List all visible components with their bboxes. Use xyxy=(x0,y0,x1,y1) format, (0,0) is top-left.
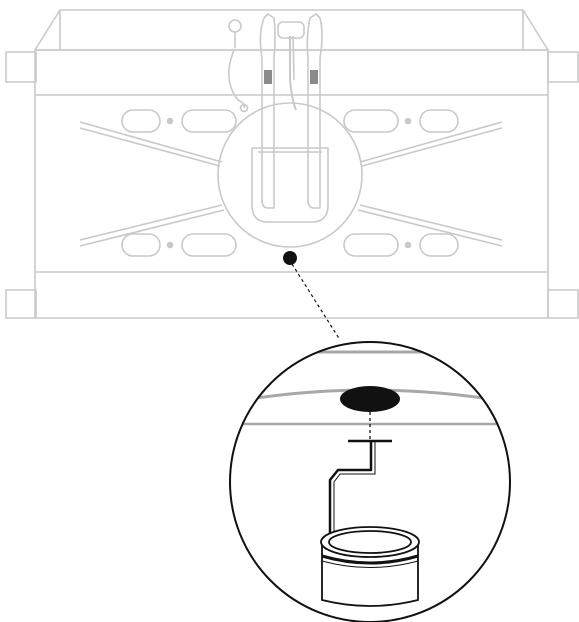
slot-lr-2 xyxy=(419,233,459,257)
tank-back-rim xyxy=(34,9,549,51)
connector-cable xyxy=(228,49,246,109)
slot-ur-2 xyxy=(419,109,459,133)
tank-tab-top-right xyxy=(547,51,579,83)
feed-tube xyxy=(289,36,297,111)
detail-magnifier-frame xyxy=(229,341,511,622)
screw-lr xyxy=(404,241,412,249)
slot-lr-1 xyxy=(343,233,399,257)
detail-drain-tube-inner xyxy=(333,441,376,548)
connector-end xyxy=(239,103,249,113)
screw-ul xyxy=(166,117,174,125)
tank-tab-bottom-left xyxy=(5,289,37,319)
rail-lower-right-2 xyxy=(357,209,503,247)
slot-ur-1 xyxy=(343,109,399,133)
magnified-detail xyxy=(229,341,511,622)
tank-front-panel xyxy=(34,49,549,319)
tank-tab-bottom-right xyxy=(547,289,579,319)
cup-band-2 xyxy=(321,560,419,568)
callout-leader xyxy=(291,263,341,341)
top-clip xyxy=(277,21,305,39)
rail-upper-left xyxy=(79,121,223,163)
rail-lower-right xyxy=(359,204,503,241)
screw-ur xyxy=(404,117,412,125)
arm-right xyxy=(307,58,321,209)
arm-right-badge xyxy=(310,70,318,84)
arm-left-top xyxy=(259,13,276,59)
rail-lower-left-2 xyxy=(79,209,225,247)
rail-upper-right xyxy=(359,121,503,163)
holder-bracket xyxy=(251,147,329,223)
arm-right-top xyxy=(306,13,323,59)
tank-overview xyxy=(5,9,579,319)
center-mount-circle xyxy=(217,102,363,248)
slot-ul-1 xyxy=(121,109,161,133)
slot-ll-2 xyxy=(181,233,237,257)
rail-lower-left xyxy=(79,204,223,241)
tank-tab-top-left xyxy=(5,51,37,83)
cup-rim-outer xyxy=(320,526,420,558)
arm-left-badge xyxy=(264,70,272,84)
arm-badges xyxy=(264,70,318,84)
screw-ll xyxy=(166,241,174,249)
drain-hole-marker xyxy=(283,251,297,265)
detail-drain-hole xyxy=(340,386,400,412)
collection-cup xyxy=(320,526,420,607)
cup-band xyxy=(321,554,419,565)
arm-left xyxy=(261,58,275,209)
cup-rim-inner xyxy=(328,530,412,554)
feed-tube-inner xyxy=(292,35,295,81)
rail-upper-right-2 xyxy=(361,127,503,167)
detail-drain-tube xyxy=(328,441,373,548)
slot-ul-2 xyxy=(181,109,237,133)
slot-ll-1 xyxy=(121,233,161,257)
connector-head xyxy=(228,19,242,33)
rail-upper-left-2 xyxy=(79,127,221,167)
